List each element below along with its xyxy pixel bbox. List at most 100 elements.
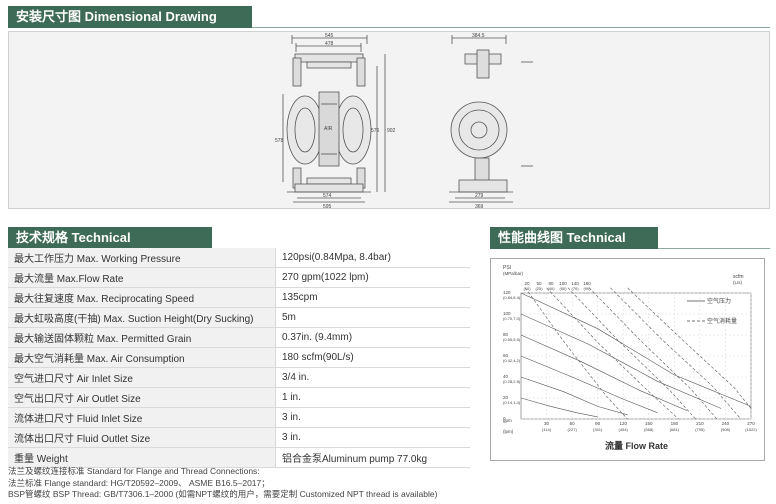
spec-value: 135cpm <box>275 287 470 308</box>
dim-height-left: 578 <box>275 138 284 144</box>
x-tick-sublabel: (908) <box>721 427 731 432</box>
series-consumption-line <box>567 287 696 420</box>
x-axis-unit-lpm: (lpm) <box>503 429 514 434</box>
y-axis-unit: (MPa/bar) <box>503 271 524 276</box>
series-pressure-line <box>520 292 752 407</box>
x-tick-sublabel: (795) <box>695 427 705 432</box>
series-pressure-line <box>520 313 722 409</box>
y-axis-label: PSI <box>503 265 511 271</box>
y-tick-sublabel: (0.55,5.5) <box>503 337 521 342</box>
series-pressure-line <box>520 376 628 416</box>
curve-chart: PSI (MPa/bar) scfm (L/s) gpm (lpm) 流量 Fl… <box>503 265 757 451</box>
top-tick-label: 80 <box>548 281 554 286</box>
dim-height-2: 902 <box>387 128 396 134</box>
series-pressure-line <box>520 355 658 413</box>
y-tick-sublabel: (0.28,2.8) <box>503 379 521 384</box>
x-tick-sublabel: (681) <box>670 427 680 432</box>
spec-label: 流体进口尺寸 Fluid Inlet Size <box>8 407 276 428</box>
top-tick-label: 50 <box>536 281 542 286</box>
x-tick-sublabel: (227) <box>567 427 577 432</box>
dim-top-1: 545 <box>325 33 334 39</box>
x-tick-label: 150 <box>645 421 653 426</box>
spec-label: 重量 Weight <box>8 447 276 468</box>
spec-row: 最大虹吸高度(干抽) Max. Suction Height(Dry Sucki… <box>8 307 470 328</box>
section-tab-specs: 技术规格 Technical Specifications <box>8 227 212 267</box>
dim-height-1: 576 <box>371 128 380 134</box>
x-tick-label: 270 <box>747 421 755 426</box>
y-tick-label: 20 <box>503 395 509 400</box>
right-axis-unit: (L/s) <box>733 280 743 285</box>
note-line: BSP管螺纹 BSP Thread: GB/T7306.1–2000 (如需NP… <box>8 489 438 499</box>
air-label: AIR <box>324 126 333 132</box>
x-tick-label: 60 <box>570 421 576 426</box>
dim-top-2: 478 <box>325 41 334 47</box>
top-tick-label: 100 <box>559 281 567 286</box>
x-tick-sublabel: (454) <box>619 427 629 432</box>
top-tick-label: 140 <box>571 281 579 286</box>
x-tick-sublabel: (114) <box>542 427 552 432</box>
y-tick-sublabel: (0.84,8.4) <box>503 295 521 300</box>
spec-value: 铝合金泵Aluminum pump 77.0kg <box>275 447 470 468</box>
connection-notes: 法兰及螺纹连接标准 Standard for Flange and Thread… <box>8 466 568 501</box>
section-tab-curve: 性能曲线图 Technical Curve <box>490 227 658 267</box>
dim-side-bottom-2: 369 <box>475 204 484 208</box>
spec-label: 空气出口尺寸 Air Outlet Size <box>8 387 276 408</box>
spec-label: 最大工作压力 Max. Working Pressure <box>8 248 276 268</box>
note-line: 法兰标准 Flange standard: HG/T20592–2009、 AS… <box>8 477 270 488</box>
right-axis-label: scfm <box>733 274 744 280</box>
spec-label: 空气进口尺寸 Air Inlet Size <box>8 367 276 388</box>
performance-curve: PSI (MPa/bar) scfm (L/s) gpm (lpm) 流量 Fl… <box>490 258 765 461</box>
section-divider <box>658 248 770 249</box>
series-consumption-line <box>546 287 679 420</box>
section-divider <box>252 27 770 28</box>
top-tick-sublabel: (70) <box>571 286 579 291</box>
series-consumption-line <box>610 287 742 420</box>
spec-label: 流体出口尺寸 Fluid Outlet Size <box>8 427 276 448</box>
x-tick-label: 210 <box>696 421 704 426</box>
y-tick-label: 0 <box>503 416 506 421</box>
series-pressure-line <box>520 334 688 411</box>
series-consumption-line <box>588 287 718 420</box>
y-tick-sublabel: (0.14,1.4) <box>503 400 521 405</box>
plot-frame <box>520 292 752 420</box>
x-tick-sublabel: (568) <box>644 427 654 432</box>
spec-label: 最大空气消耗量 Max. Air Consumption <box>8 347 276 368</box>
legend-consumption: 空气消耗量 <box>707 317 737 325</box>
y-tick-label: 60 <box>503 353 509 358</box>
top-tick-label: 180 <box>583 281 591 286</box>
spec-label: 最大流量 Max.Flow Rate <box>8 267 276 288</box>
spec-label: 最大往复速度 Max. Reciprocating Speed <box>8 287 276 308</box>
spec-value: 120psi(0.84Mpa, 8.4bar) <box>275 248 470 268</box>
y-tick-label: 100 <box>503 311 511 316</box>
y-tick-sublabel: (0.42,4.2) <box>503 358 521 363</box>
series-consumption-line <box>525 287 628 420</box>
spec-value: 180 scfm(90L/s) <box>275 347 470 368</box>
legend-pressure: 空气压力 <box>707 297 731 305</box>
y-tick-sublabel: (0.70,7.0) <box>503 316 521 321</box>
x-tick-label: 30 <box>544 421 550 426</box>
top-tick-sublabel: (90) <box>583 286 591 291</box>
note-line: 法兰及螺纹连接标准 Standard for Flange and Thread… <box>8 466 260 476</box>
spec-label: 最大虹吸高度(干抽) Max. Suction Height(Dry Sucki… <box>8 307 276 328</box>
x-tick-label: 180 <box>671 421 679 426</box>
x-axis-title: 流量 Flow Rate <box>605 440 668 451</box>
top-tick-label: 20 <box>524 281 530 286</box>
spec-value: 3 in. <box>275 407 470 428</box>
dim-side-bottom-1: 279 <box>475 193 484 199</box>
y-tick-label: 80 <box>503 332 509 337</box>
dim-side-top: 384.5 <box>472 33 485 39</box>
spec-value: 270 gpm(1022 lpm) <box>275 267 470 288</box>
spec-label: 最大输送固体颗粒 Max. Permitted Grain <box>8 327 276 348</box>
top-tick-sublabel: (25) <box>535 286 543 291</box>
pump-drawing: 545 478 574 595 576 902 578 AIR 384.5 27… <box>275 33 533 210</box>
dim-bottom-2: 595 <box>323 204 332 208</box>
dim-bottom-1: 574 <box>323 193 332 199</box>
